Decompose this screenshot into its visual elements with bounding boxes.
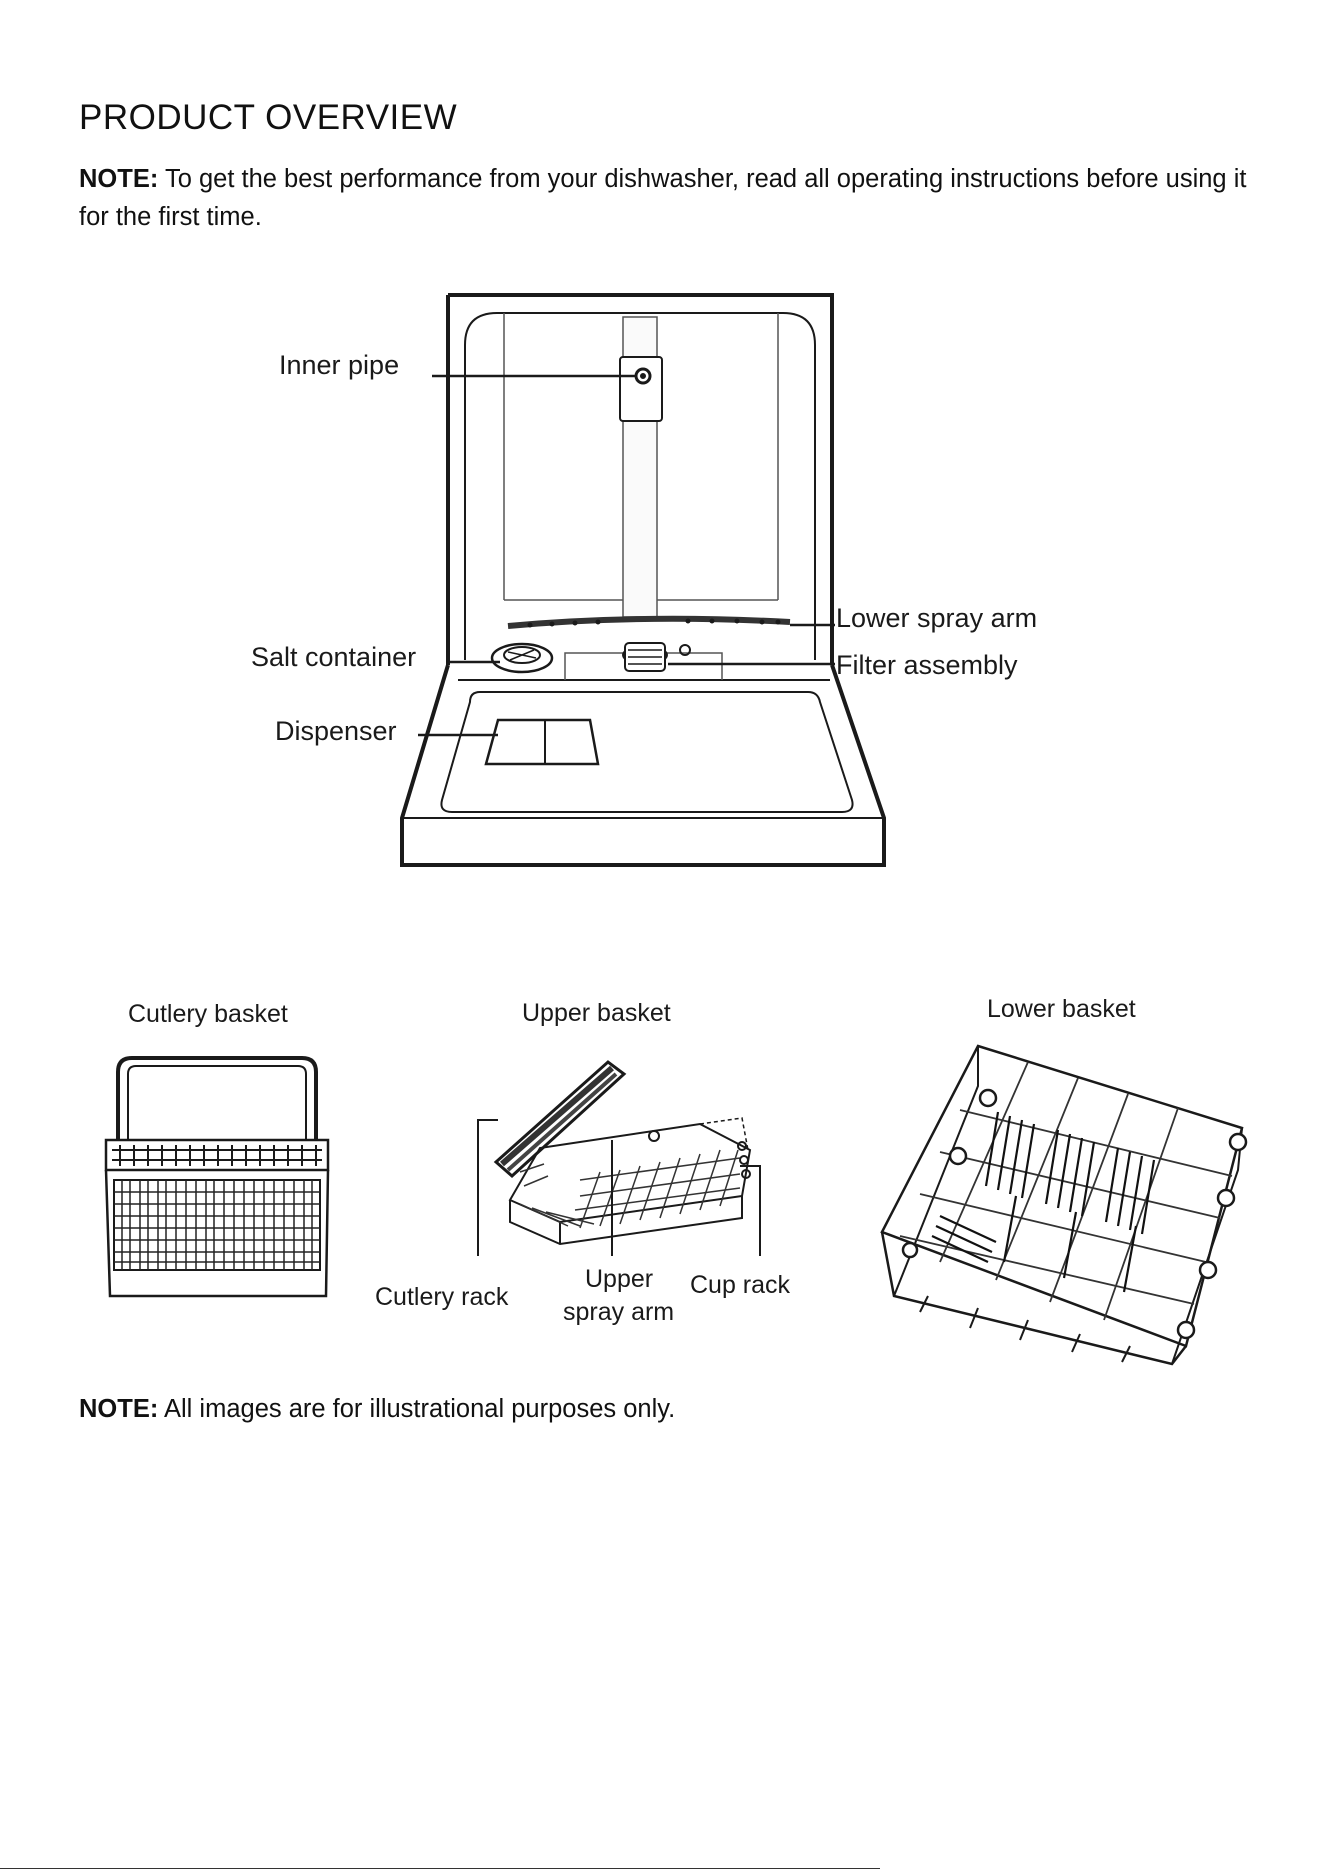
lower-spray-arm-illustration xyxy=(507,615,791,629)
dishwasher-illustration xyxy=(400,293,886,867)
lower-basket-illustration xyxy=(880,1044,1248,1366)
label-cutlery-basket: Cutlery basket xyxy=(128,1000,288,1028)
note-top-text: To get the best performance from your di… xyxy=(79,165,1247,231)
note-top-label: NOTE: xyxy=(79,165,159,193)
note-bottom: NOTE: All images are for illustrational … xyxy=(79,1390,675,1428)
label-cutlery-rack: Cutlery rack xyxy=(375,1283,509,1311)
label-dispenser: Dispenser xyxy=(275,716,397,746)
salt-container-illustration xyxy=(490,642,554,674)
label-filter-assembly: Filter assembly xyxy=(836,650,1018,680)
label-salt-container: Salt container xyxy=(251,642,417,672)
cutlery-basket-illustration xyxy=(104,1056,330,1298)
note-top: NOTE: To get the best performance from y… xyxy=(79,160,1259,236)
label-upper-basket: Upper basket xyxy=(522,999,671,1027)
upper-basket-illustration xyxy=(477,1060,761,1256)
label-lower-spray-arm: Lower spray arm xyxy=(836,603,1038,633)
dispenser-illustration xyxy=(484,718,600,766)
label-upper-spray-arm-line2: spray arm xyxy=(563,1298,675,1326)
filter-assembly-illustration xyxy=(622,642,691,672)
label-cup-rack: Cup rack xyxy=(690,1271,791,1299)
footer-rule xyxy=(0,1868,880,1869)
note-bottom-label: NOTE: xyxy=(79,1395,159,1423)
inner-pipe-illustration xyxy=(619,316,663,618)
label-upper-spray-arm-line1: Upper xyxy=(585,1265,654,1293)
page-title: PRODUCT OVERVIEW xyxy=(79,98,458,137)
note-bottom-text: All images are for illustrational purpos… xyxy=(158,1395,676,1423)
label-inner-pipe: Inner pipe xyxy=(279,350,400,380)
label-lower-basket: Lower basket xyxy=(987,995,1136,1023)
